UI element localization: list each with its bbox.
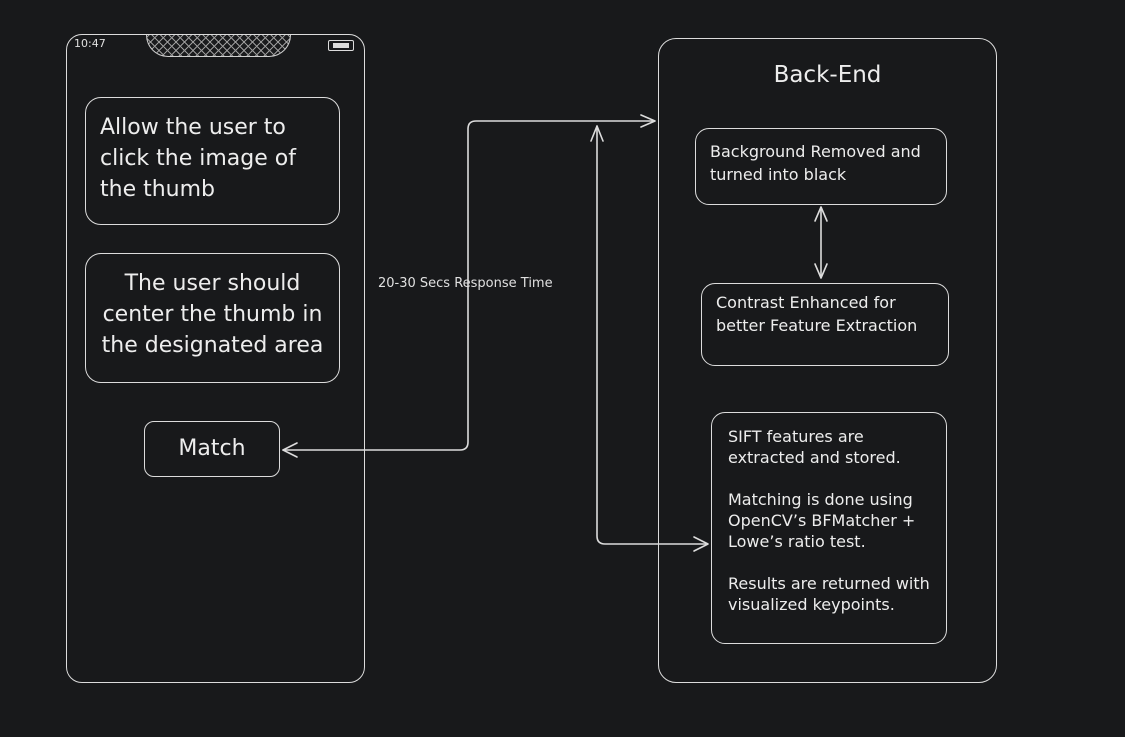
center-instruction-card: The user should center the thumb in the … xyxy=(85,253,340,383)
backend-to-sift-arrow xyxy=(596,125,708,545)
match-to-backend-arrow xyxy=(282,120,655,451)
response-time-label: 20-30 Secs Response Time xyxy=(378,276,553,291)
arrowhead-step1 xyxy=(814,206,828,222)
arrowhead-backend-top xyxy=(640,114,656,128)
arrowhead-sift xyxy=(693,536,709,552)
battery-icon xyxy=(328,40,354,51)
results-text: Results are returned with visualized key… xyxy=(728,574,930,614)
match-button[interactable]: Match xyxy=(144,421,280,477)
backend-frame xyxy=(658,38,997,683)
background-removal-step: Background Removed and turned into black xyxy=(695,128,947,205)
arrowhead-top xyxy=(590,125,604,142)
status-time: 10:47 xyxy=(74,37,106,50)
arrowhead-match xyxy=(282,442,298,458)
sift-matching-step: SIFT features are extracted and stored. … xyxy=(711,412,947,644)
phone-frame xyxy=(66,34,365,683)
backend-title: Back-End xyxy=(773,62,882,88)
sift-extract-text: SIFT features are extracted and stored. xyxy=(728,427,901,467)
capture-instruction-card: Allow the user to click the image of the… xyxy=(85,97,340,225)
contrast-enhancement-step: Contrast Enhanced for better Feature Ext… xyxy=(701,283,949,366)
matching-text: Matching is done using OpenCV’s BFMatche… xyxy=(728,490,916,551)
arrowhead-step2 xyxy=(814,263,828,279)
phone-notch xyxy=(146,35,291,57)
